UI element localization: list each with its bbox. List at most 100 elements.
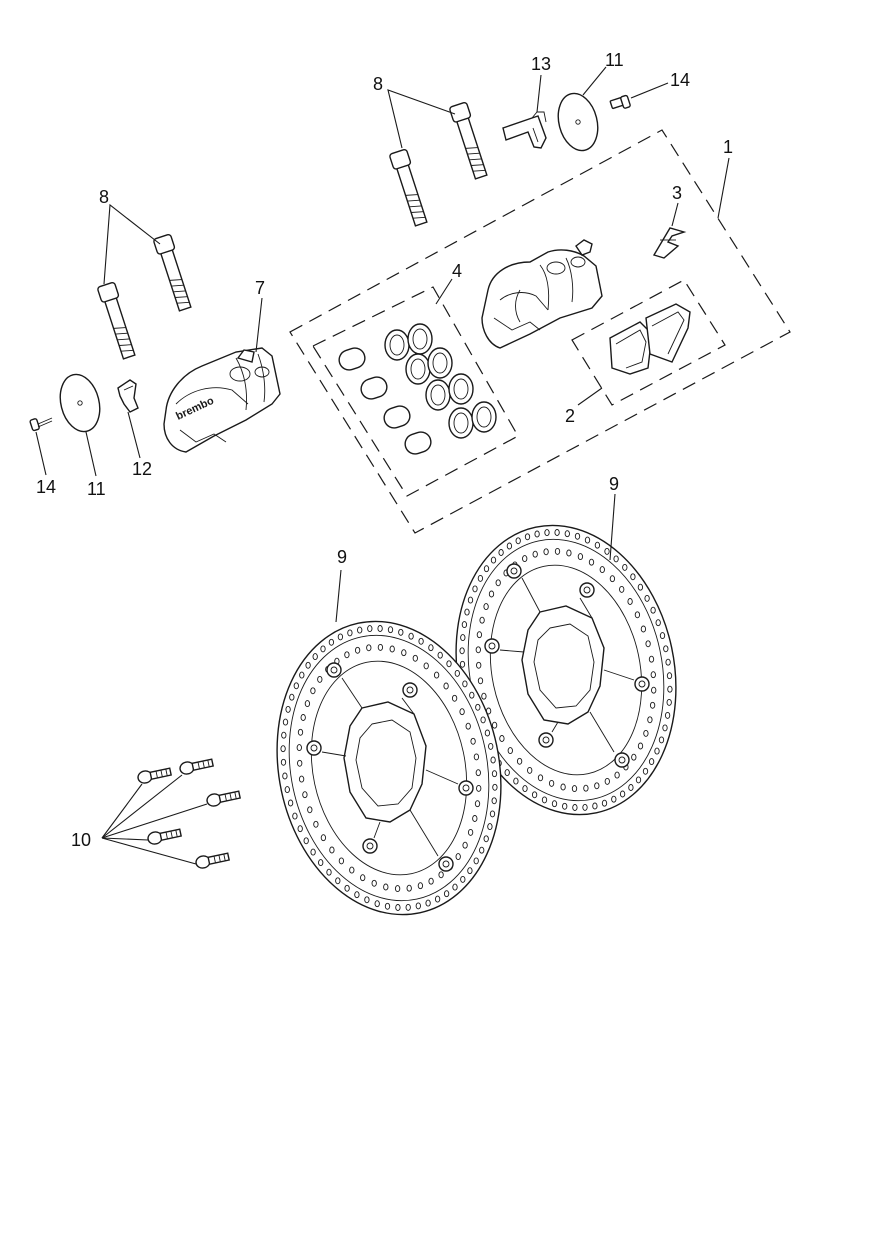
disc-hole bbox=[643, 729, 649, 737]
disc-hole bbox=[473, 753, 480, 761]
disc-hole bbox=[428, 644, 434, 652]
seal-ring-5 bbox=[425, 379, 451, 411]
disc-hole bbox=[405, 903, 411, 911]
disc-hole bbox=[477, 677, 484, 685]
disc-hole bbox=[282, 718, 289, 726]
disc-hole bbox=[532, 550, 538, 558]
disc-hole bbox=[305, 661, 311, 669]
disc-hole bbox=[475, 646, 481, 654]
leader-4 bbox=[435, 278, 453, 305]
disc-hole bbox=[592, 802, 598, 810]
disc-hole bbox=[347, 629, 353, 637]
cover-screw-left bbox=[29, 417, 53, 432]
disc-hole bbox=[543, 548, 549, 556]
disc-hole bbox=[513, 777, 519, 785]
disc-hole bbox=[611, 795, 617, 803]
disc-hole bbox=[566, 549, 572, 557]
disc-hole bbox=[425, 899, 431, 907]
disc-hole bbox=[455, 853, 461, 861]
disc-hole bbox=[665, 658, 671, 666]
disc-hole bbox=[479, 616, 485, 624]
disc-bolt-4 bbox=[147, 828, 182, 845]
disc-hole bbox=[297, 759, 303, 767]
disc-hole bbox=[635, 776, 642, 784]
disc-hole bbox=[475, 769, 481, 777]
callout-1: 1 bbox=[723, 137, 733, 157]
piston-4 bbox=[404, 431, 432, 455]
disc-hole bbox=[357, 626, 363, 634]
leader-11-left bbox=[85, 431, 97, 477]
disc-hole bbox=[490, 756, 496, 764]
disc-hole bbox=[401, 649, 407, 657]
disc-hole bbox=[634, 611, 641, 619]
disc-hole bbox=[377, 643, 384, 651]
disc-hole bbox=[299, 671, 305, 679]
leader-13 bbox=[536, 74, 542, 113]
disc-hole bbox=[296, 744, 302, 752]
disc-hole bbox=[418, 637, 424, 645]
caliper-bolt-upper-1 bbox=[389, 148, 428, 227]
disc-hole bbox=[307, 806, 313, 814]
disc-hole bbox=[619, 790, 626, 798]
kit-boundary-pad-kit bbox=[571, 279, 726, 406]
disc-hole bbox=[337, 633, 344, 641]
piston-3 bbox=[383, 405, 411, 429]
disc-hole bbox=[650, 606, 656, 614]
disc-hole bbox=[284, 786, 290, 794]
disc-hole bbox=[293, 682, 299, 690]
disc-hole bbox=[649, 701, 656, 709]
callout-12: 12 bbox=[132, 459, 152, 479]
disc-hole bbox=[434, 895, 441, 903]
disc-hole bbox=[613, 555, 619, 563]
disc-hole bbox=[488, 742, 494, 750]
caliper-bolt-upper-2 bbox=[449, 101, 488, 180]
disc-hole bbox=[648, 655, 655, 663]
seal-ring-6 bbox=[448, 373, 474, 405]
disc-hole bbox=[534, 530, 540, 538]
disc-hole bbox=[537, 774, 544, 782]
disc-hole bbox=[627, 598, 633, 605]
disc-hole bbox=[367, 625, 373, 633]
disc-hole bbox=[467, 828, 474, 836]
cover-disc-left bbox=[59, 373, 101, 433]
disc-hole bbox=[619, 585, 625, 593]
disc-hole bbox=[499, 735, 505, 742]
disc-hole bbox=[298, 775, 305, 783]
disc-hole bbox=[406, 884, 412, 892]
disc-hole bbox=[460, 634, 466, 642]
disc-hole bbox=[344, 884, 350, 892]
disc-spokes-right bbox=[499, 577, 635, 753]
seal-ring-1 bbox=[384, 329, 410, 361]
disc-hole bbox=[630, 573, 636, 581]
disc-hole bbox=[666, 698, 672, 706]
disc-hole bbox=[467, 867, 473, 875]
callout-13: 13 bbox=[531, 54, 551, 74]
disc-hole bbox=[644, 594, 650, 602]
disc-hole bbox=[451, 694, 458, 702]
caliper-bolt-left-1 bbox=[97, 281, 136, 360]
disc-hole bbox=[647, 716, 653, 724]
callout-14-upper: 14 bbox=[670, 70, 690, 90]
disc-bolt-5 bbox=[195, 852, 230, 869]
disc-hole bbox=[483, 835, 489, 843]
disc-hole bbox=[604, 777, 610, 785]
disc-hole bbox=[583, 784, 589, 792]
disc-hole bbox=[648, 758, 655, 766]
disc-hole bbox=[645, 640, 651, 648]
disc-hole bbox=[349, 866, 355, 874]
disc-hole bbox=[443, 890, 450, 898]
piston-2 bbox=[360, 376, 388, 400]
disc-holes-left bbox=[280, 625, 498, 911]
disc-hole bbox=[438, 871, 444, 879]
disc-hole bbox=[302, 791, 308, 799]
disc-hole bbox=[395, 904, 401, 911]
disc-hole bbox=[462, 841, 468, 849]
disc-hole bbox=[287, 799, 294, 807]
disc-hole bbox=[472, 815, 478, 822]
callout-4: 4 bbox=[452, 261, 462, 281]
disc-hole bbox=[491, 797, 497, 805]
leader-8-upper bbox=[387, 89, 456, 149]
callout-8-upper: 8 bbox=[373, 74, 383, 94]
disc-hole bbox=[577, 553, 584, 561]
